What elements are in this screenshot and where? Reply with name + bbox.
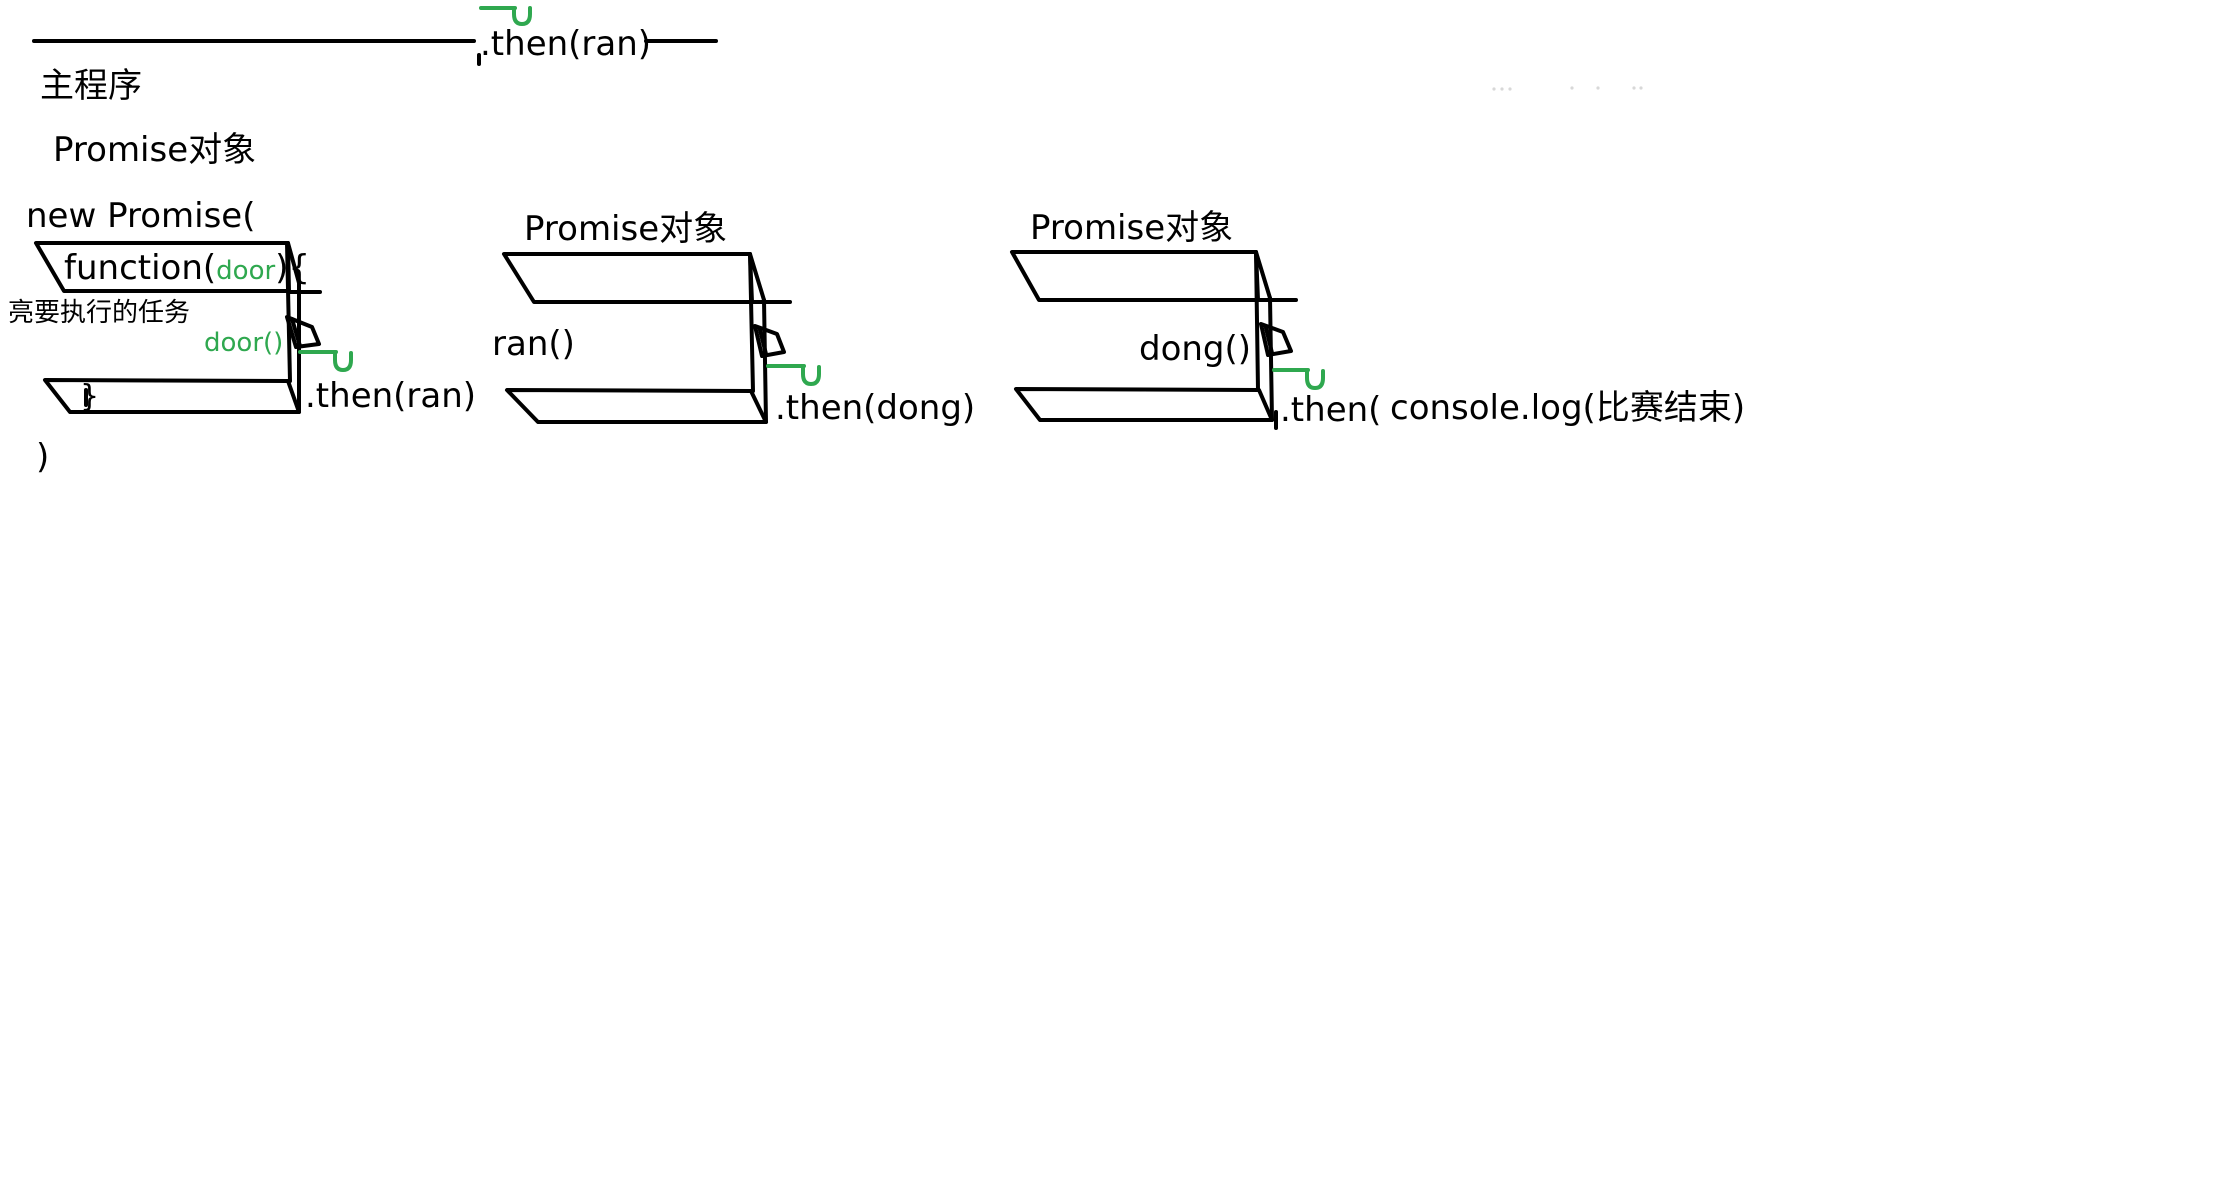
function-close: ){ [275,248,311,288]
box2-door-icon [753,324,786,358]
door-param: door [216,256,276,286]
box3-back-edge [1254,250,1260,392]
promise-box-2 [502,252,792,424]
box2-then-label: .then(dong) [775,388,976,428]
box1-door-icon [285,315,321,349]
close-brace: } [80,379,100,414]
box3-right-top-diag [1254,250,1272,300]
box1-back-edge [285,241,292,383]
faint-dot [1500,87,1504,91]
box3-bottom-face [1014,387,1274,422]
box3-top-face [1010,250,1260,302]
box1-title: Promise对象 [53,130,257,170]
faint-dot [1596,86,1600,90]
box3-call-label: dong() [1139,329,1252,369]
box2-right-edge [762,298,768,424]
door-call-label: door() [204,328,284,358]
top-then-label: .then(ran) [480,24,652,64]
box2-hook-icon [766,364,821,386]
box2-title: Promise对象 [524,209,728,249]
box3-then-label: .then( [1280,390,1382,430]
box1-then-label: .then(ran) [305,376,477,416]
faint-dot [1570,86,1574,90]
task-label: 亮要执行的任务 [8,298,191,328]
box3-right-edge [1268,296,1274,422]
faint-dot [1632,86,1636,90]
box3-hook-icon [1272,368,1325,390]
faint-dot [1492,87,1496,91]
console-log-label: console.log(比赛结束) [1390,388,1746,428]
close-paren: ) [36,437,50,477]
box2-back-edge [748,252,755,393]
box2-right-top-diag [748,252,766,302]
box1-door-hinge [290,317,302,348]
promise-box-3 [1010,250,1298,430]
box1-right-top-diag [286,241,301,285]
box3-title: Promise对象 [1030,208,1234,248]
box3-door-icon [1259,322,1293,357]
box2-door-hinge [758,328,768,356]
promise-box-1 [34,241,322,414]
box2-call-label: ran() [492,324,575,364]
faint-dot [1639,86,1643,90]
new-promise-label: new Promise( [26,196,256,236]
function-open: function( [64,248,217,288]
function-signature: function(door){ [64,251,310,285]
box1-hook-icon [298,350,353,372]
box3-door-hinge [1264,326,1274,355]
faint-dot [1508,87,1512,91]
main-program-label: 主程序 [40,66,142,106]
box2-top-face [502,252,754,304]
top-hook-icon [479,6,532,26]
box2-bottom-face [505,388,768,424]
